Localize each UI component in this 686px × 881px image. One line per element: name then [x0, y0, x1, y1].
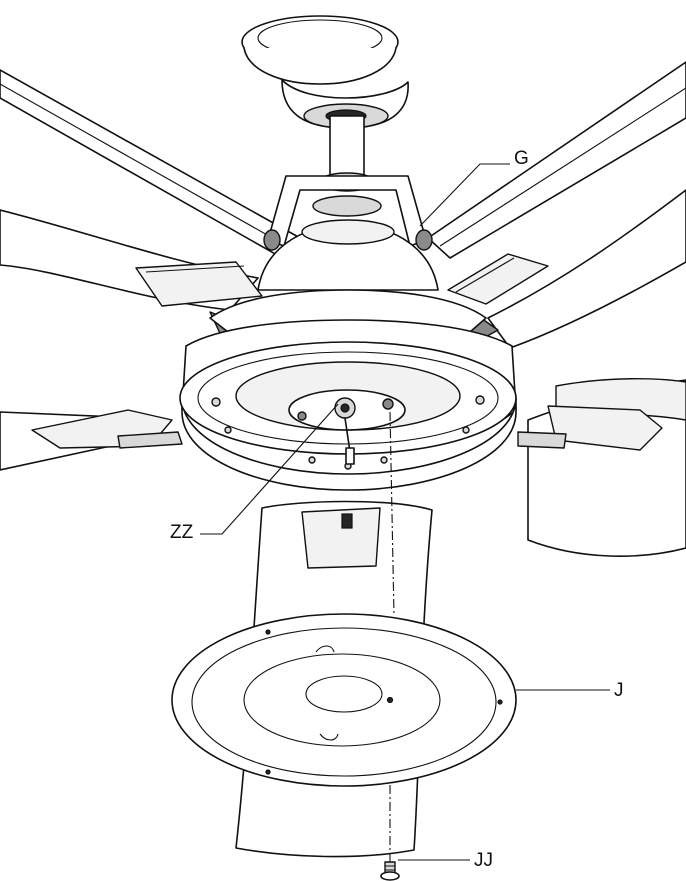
callout-label-zz: ZZ	[170, 522, 194, 543]
blade-iron-far-left	[31, 409, 183, 449]
callout-label-g: G	[514, 148, 529, 169]
canopy-collar	[281, 79, 409, 129]
wire-connector	[297, 397, 394, 465]
mounting-screw	[380, 861, 400, 881]
alignment-line-upper	[389, 411, 395, 617]
blade-iron-far-right	[517, 405, 663, 451]
callout-label-jj: JJ	[474, 850, 493, 871]
callout-label-j: J	[614, 680, 624, 701]
fan-blade-far-right	[527, 378, 686, 557]
leader-line-g	[419, 163, 510, 227]
fan-blade-upper-right	[427, 61, 686, 259]
motor-housing	[209, 219, 487, 333]
ceiling-canopy	[241, 15, 399, 85]
fan-blade-right	[487, 189, 686, 349]
blade-iron-bottom	[301, 507, 381, 569]
cover-plate	[171, 613, 517, 787]
leader-line-zz	[200, 403, 339, 535]
downrod	[312, 115, 382, 217]
